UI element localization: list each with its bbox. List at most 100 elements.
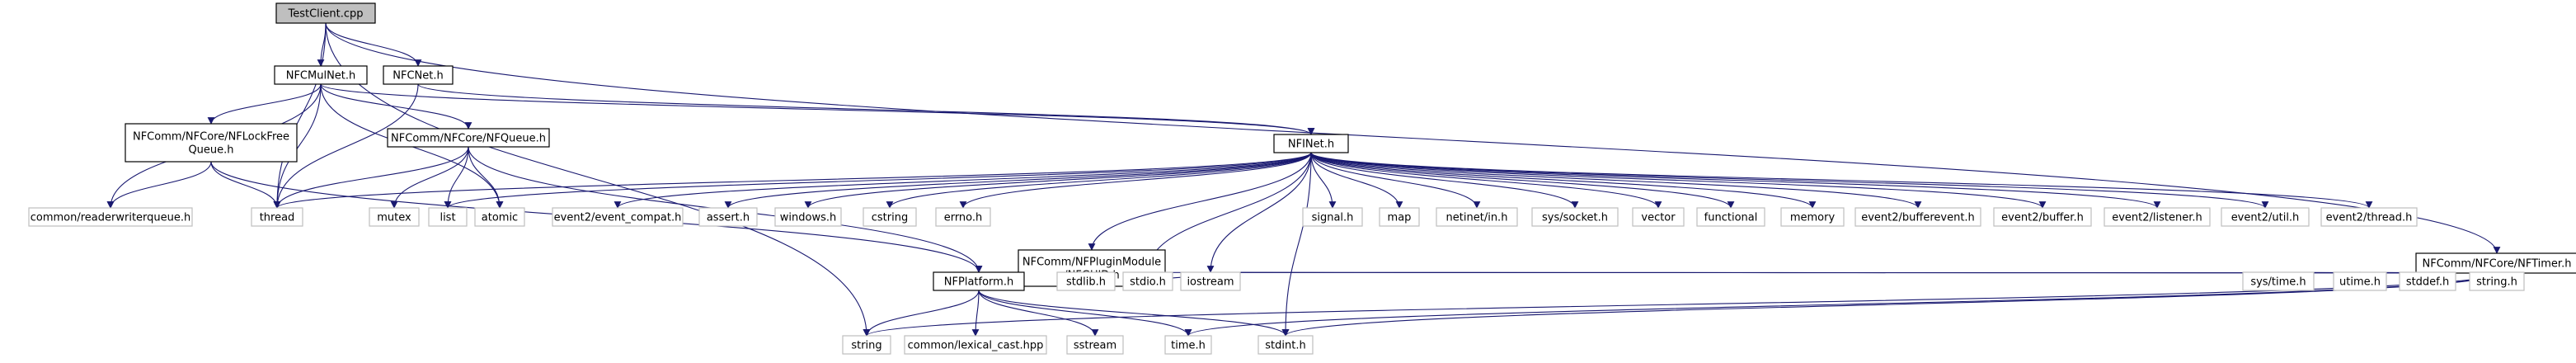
- node-box: [2104, 207, 2211, 227]
- node-label: sys/socket.h: [1542, 212, 1608, 224]
- node-label: mutex: [377, 212, 411, 224]
- edge-nfqueue-to-atomic: [468, 146, 504, 209]
- edge-nfqueue-to-thread: [273, 146, 469, 209]
- node-nftimer[interactable]: NFComm/NFCore/NFTimer.h: [2415, 252, 2576, 274]
- node-label: stdlib.h: [1066, 276, 1106, 289]
- node-syssocket: sys/socket.h: [1531, 207, 1619, 227]
- node-cstring: cstring: [863, 207, 917, 227]
- node-label: cstring: [872, 212, 908, 224]
- node-string: string: [842, 335, 891, 355]
- node-label: iostream: [1187, 276, 1234, 289]
- node-sstream: sstream: [1066, 335, 1124, 355]
- node-map: map: [1379, 207, 1420, 227]
- node-box: [1180, 271, 1241, 291]
- node-nfqueue[interactable]: NFComm/NFCore/NFQueue.h: [387, 128, 550, 148]
- node-box: [698, 207, 758, 227]
- node-box: [1302, 207, 1363, 227]
- edge-lockfree-to-thread: [210, 161, 281, 209]
- node-label: utime.h: [2339, 276, 2381, 289]
- edge-nfcnet-to-nfinet: [417, 83, 1315, 135]
- node-utime: utime.h: [2333, 271, 2387, 291]
- edge-nftimer-to-string: [863, 272, 2498, 337]
- node-evutil: event2/util.h: [2221, 207, 2310, 227]
- node-nfcmulnet[interactable]: NFCMulNet.h: [274, 65, 368, 85]
- node-label: common/lexical_cast.hpp: [908, 340, 1044, 352]
- node-label: event2/util.h: [2231, 212, 2300, 224]
- edge-nfinet-to-list: [444, 152, 1312, 209]
- edge-nfinet-to-errno: [959, 152, 1312, 209]
- node-box: [1632, 207, 1685, 227]
- node-vector: vector: [1632, 207, 1685, 227]
- node-box: [275, 2, 376, 24]
- node-box: [1854, 207, 1981, 227]
- node-box: [1257, 335, 1314, 355]
- node-box: [935, 207, 991, 227]
- node-box: [125, 123, 298, 163]
- node-testclient[interactable]: TestClient.cpp: [275, 2, 376, 24]
- edge-nfcmulnet-to-thread: [273, 83, 322, 209]
- node-box: [1056, 271, 1116, 291]
- node-box: [1122, 271, 1173, 291]
- node-bufferevent: event2/bufferevent.h: [1854, 207, 1981, 227]
- node-label: NFComm/NFCore/NFTimer.h: [2423, 258, 2572, 271]
- node-rwqueue: common/readerwriterqueue.h: [28, 207, 193, 227]
- edge-nfqueue-to-list: [444, 146, 469, 209]
- node-box: [1379, 207, 1420, 227]
- node-iostream: iostream: [1180, 271, 1241, 291]
- node-label: TestClient.cpp: [287, 8, 363, 21]
- node-box: [251, 207, 303, 227]
- node-box: [1164, 335, 1212, 355]
- edge-nfinet-to-listener: [1310, 152, 2161, 209]
- node-label: common/readerwriterqueue.h: [31, 212, 191, 224]
- node-label: event2/buffer.h: [2001, 212, 2084, 224]
- edge-nfcmulnet-to-nfqueue: [320, 83, 472, 130]
- edge-nfplatform-to-lexical: [971, 290, 980, 337]
- edge-nfplatform-to-sstream: [978, 290, 1099, 337]
- edge-nfinet-to-functional: [1310, 152, 1735, 209]
- edge-nfcmulnet-to-lockfree: [207, 83, 322, 125]
- edge-nfinet-to-netinet: [1310, 152, 1481, 209]
- edge-nfinet-to-bufferevent: [1310, 152, 1922, 209]
- node-label: sstream: [1074, 340, 1116, 352]
- node-windows: windows.h: [774, 207, 842, 227]
- node-stdint: stdint.h: [1257, 335, 1314, 355]
- node-nfinet[interactable]: NFINet.h: [1273, 134, 1349, 153]
- node-label: event2/thread.h: [2326, 212, 2413, 224]
- node-label: vector: [1641, 212, 1676, 224]
- node-box: [904, 335, 1047, 355]
- node-label: functional: [1704, 212, 1758, 224]
- node-box: [28, 207, 193, 227]
- edge-nfinet-to-nfguid: [1088, 152, 1312, 251]
- node-box: [552, 207, 684, 227]
- node-nfplatform[interactable]: NFPlatform.h: [933, 271, 1025, 291]
- edge-nfinet-to-evbuffer: [1310, 152, 2047, 209]
- edge-nfplatform-to-timeh: [978, 290, 1192, 337]
- node-nfcnet[interactable]: NFCNet.h: [383, 65, 454, 85]
- edge-nfinet-to-assert: [724, 152, 1312, 209]
- node-label: errno.h: [944, 212, 983, 224]
- edge-nfinet-to-evcompat: [613, 152, 1312, 209]
- node-box: [1531, 207, 1619, 227]
- edges: [106, 22, 2501, 337]
- node-memory: memory: [1780, 207, 1845, 227]
- node-label: string.h: [2476, 276, 2517, 289]
- node-label: NFComm/NFCore/NFQueue.h: [391, 133, 546, 145]
- node-label: NFComm/NFCore/NFLockFree: [133, 131, 289, 144]
- node-label: assert.h: [707, 212, 750, 224]
- edge-nfplatform-to-stdint: [978, 290, 1290, 337]
- node-errno: errno.h: [935, 207, 991, 227]
- node-functional: functional: [1696, 207, 1765, 227]
- node-atomic: atomic: [474, 207, 525, 227]
- node-stdlib: stdlib.h: [1056, 271, 1116, 291]
- node-box: [933, 271, 1025, 291]
- node-label: NFINet.h: [1288, 139, 1334, 151]
- node-label: signal.h: [1312, 212, 1354, 224]
- node-thread: thread: [251, 207, 303, 227]
- edge-nfinet-to-memory: [1310, 152, 1817, 209]
- node-label: stddef.h: [2406, 276, 2449, 289]
- node-box: [1066, 335, 1124, 355]
- edge-nfinet-to-thread: [273, 152, 1312, 209]
